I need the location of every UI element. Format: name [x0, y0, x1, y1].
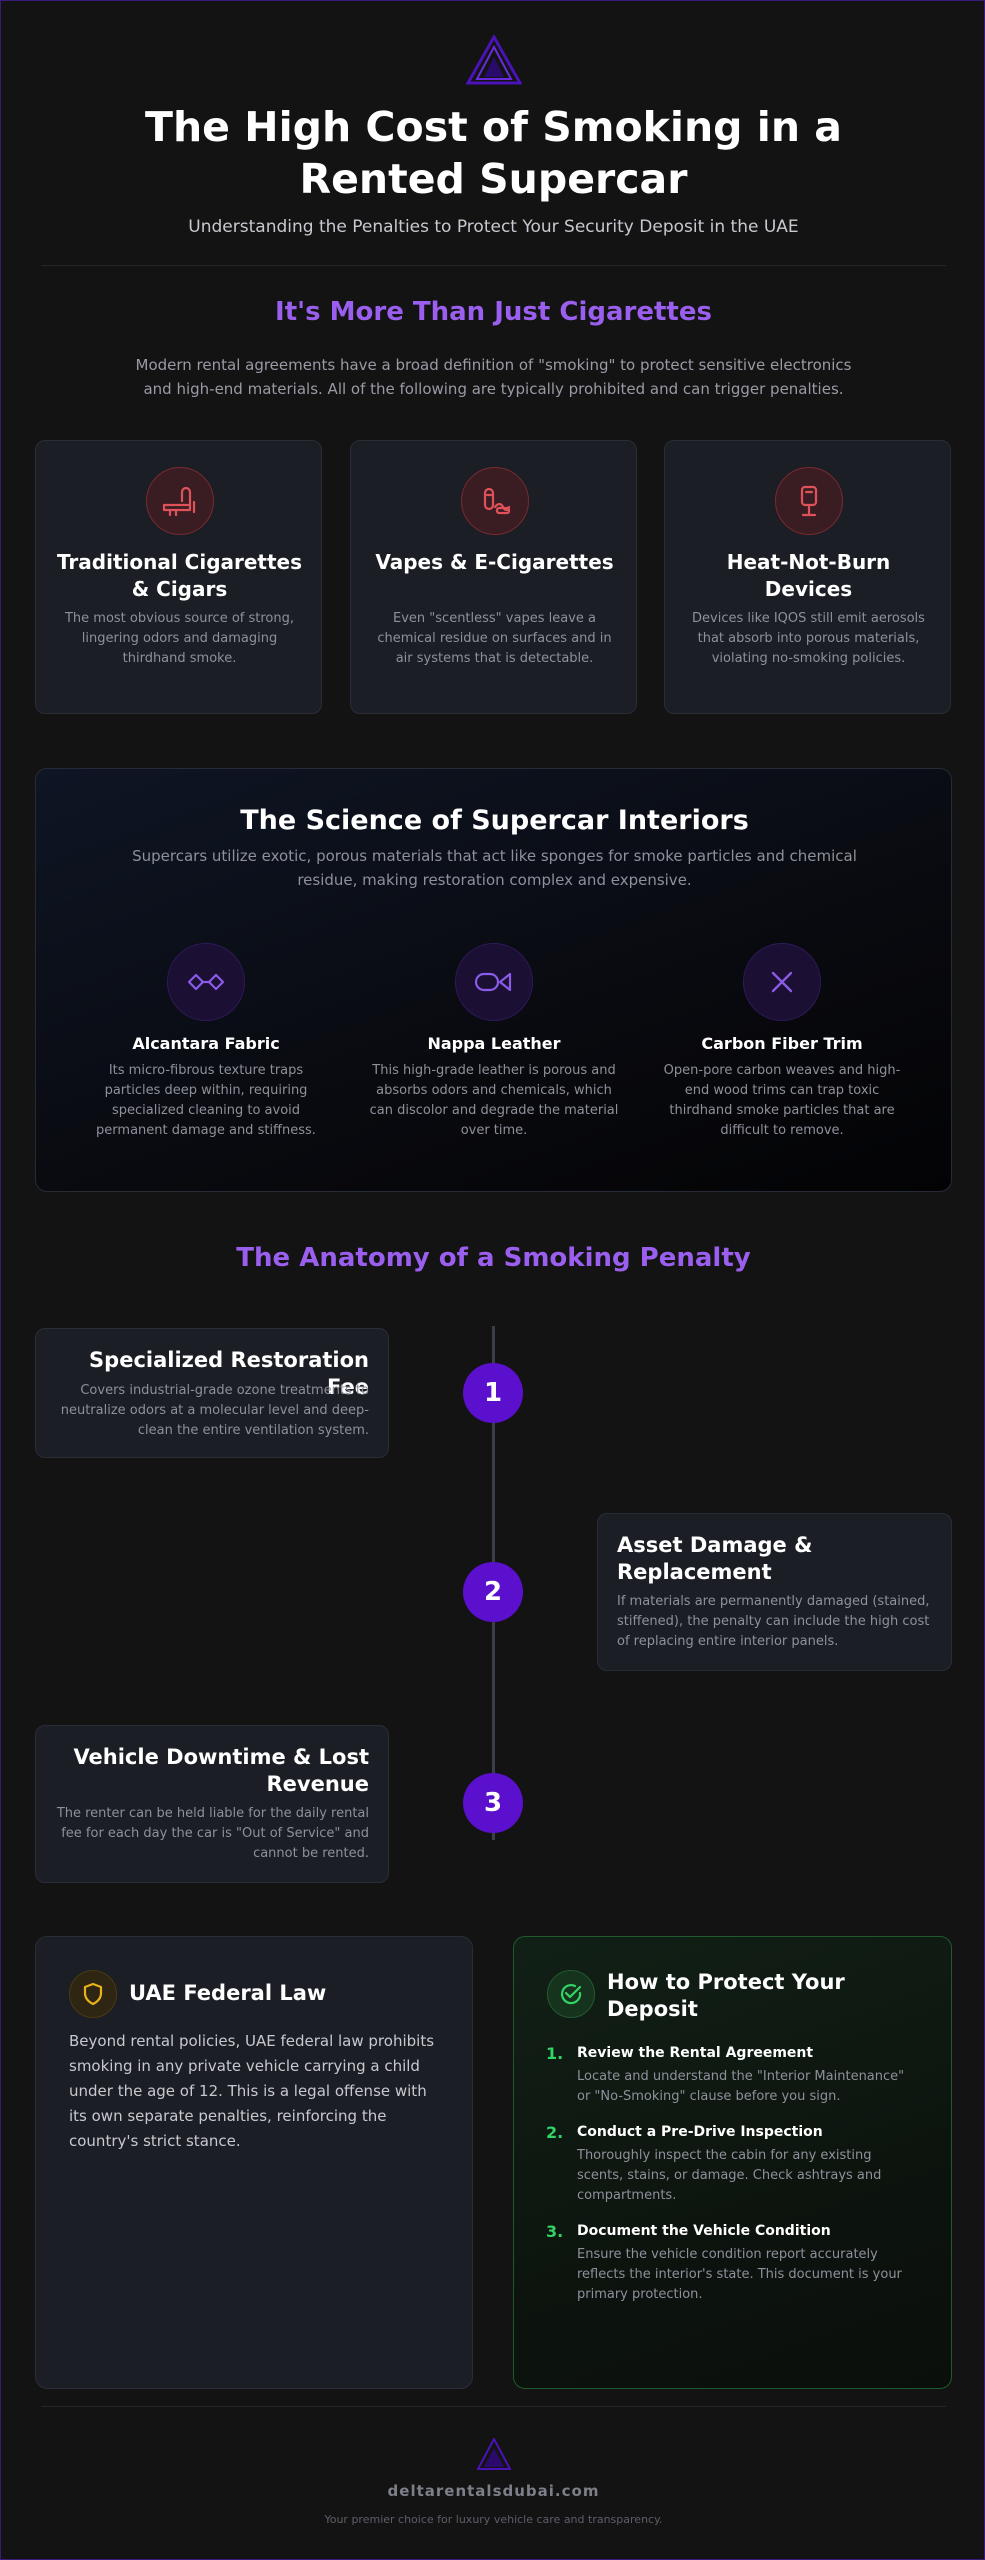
protect-step-desc: Locate and understand the "Interior Main… [577, 2069, 905, 2104]
protect-title: How to Protect Your Deposit [607, 1970, 845, 2021]
leather-icon [455, 943, 533, 1021]
protect-step-number: 2. [546, 2123, 564, 2142]
card-desc: The most obvious source of strong, linge… [64, 611, 294, 666]
check-circle-icon [547, 1970, 595, 2018]
protect-step-desc: Thoroughly inspect the cabin for any exi… [577, 2148, 882, 2203]
material-title: Nappa Leather [427, 1034, 561, 1053]
footer-divider [41, 2406, 946, 2407]
section-intro-types: Modern rental agreements have a broad de… [135, 356, 852, 398]
timeline-card-3: Vehicle Downtime & Lost Revenue The rent… [35, 1725, 389, 1883]
card-cigarettes: Traditional Cigarettes & Cigars The most… [35, 440, 322, 714]
timeline-dot-2: 2 [463, 1562, 523, 1622]
timeline-step-title: Specialized Restoration Fee [89, 1348, 369, 1399]
page-subtitle: Understanding the Penalties to Protect Y… [188, 217, 799, 237]
protect-step-title: Document the Vehicle Condition [577, 2223, 831, 2239]
timeline-card-2: Asset Damage & Replacement If materials … [597, 1513, 952, 1671]
card-desc: Devices like IQOS still emit aerosols th… [692, 611, 925, 666]
protect-step-number: 1. [546, 2044, 564, 2063]
card-vapes: Vapes & E-Cigarettes Even "scentless" va… [350, 440, 637, 714]
material-desc: Its micro-fibrous texture traps particle… [96, 1063, 316, 1138]
protect-deposit-box: How to Protect Your Deposit 1. Review th… [513, 1936, 952, 2389]
card-desc: Even "scentless" vapes leave a chemical … [377, 611, 612, 666]
science-intro: Supercars utilize exotic, porous materia… [132, 847, 857, 889]
footer-tagline: Your premier choice for luxury vehicle c… [324, 2513, 663, 2526]
heat-device-icon [775, 467, 843, 535]
material-title: Carbon Fiber Trim [701, 1034, 863, 1053]
card-title: Heat-Not-Burn Devices [726, 550, 891, 601]
fabric-weave-icon [167, 943, 245, 1021]
footer-site-link[interactable]: deltarentalsdubai.com [387, 2482, 600, 2500]
vape-icon [461, 467, 529, 535]
page-title: The High Cost of Smoking in a Rented Sup… [145, 103, 842, 203]
material-desc: Open-pore carbon weaves and high-end woo… [663, 1063, 901, 1138]
material-desc: This high-grade leather is porous and ab… [369, 1063, 619, 1138]
card-title: Traditional Cigarettes & Cigars [56, 550, 303, 601]
protect-step-title: Conduct a Pre-Drive Inspection [577, 2124, 823, 2140]
card-heat-not-burn: Heat-Not-Burn Devices Devices like IQOS … [664, 440, 951, 714]
timeline-step-title: Asset Damage & Replacement [617, 1533, 813, 1584]
protect-step-number: 3. [546, 2222, 564, 2241]
card-title: Vapes & E-Cigarettes [375, 550, 614, 574]
timeline-card-1: Specialized Restoration Fee Covers indus… [35, 1328, 389, 1458]
timeline-step-desc: If materials are permanently damaged (st… [617, 1594, 930, 1649]
uae-law-box: UAE Federal Law Beyond rental policies, … [35, 1936, 473, 2389]
timeline-dot-1: 1 [463, 1363, 523, 1423]
science-title: The Science of Supercar Interiors [240, 805, 749, 836]
section-heading-types: It's More Than Just Cigarettes [275, 297, 712, 327]
protect-step-title: Review the Rental Agreement [577, 2045, 814, 2061]
divider [41, 265, 946, 266]
shield-icon [69, 1970, 117, 2018]
cigarette-icon [146, 467, 214, 535]
timeline-step-desc: The renter can be held liable for the da… [56, 1806, 369, 1861]
law-title: UAE Federal Law [129, 1981, 327, 2005]
timeline-dot-3: 3 [463, 1773, 523, 1833]
timeline-step-title: Vehicle Downtime & Lost Revenue [73, 1745, 369, 1796]
timeline-step-desc: Covers industrial-grade ozone treatments… [60, 1383, 369, 1438]
science-panel: The Science of Supercar Interiors Superc… [35, 768, 952, 1192]
section-heading-anatomy: The Anatomy of a Smoking Penalty [236, 1243, 751, 1273]
law-text: Beyond rental policies, UAE federal law … [69, 2032, 435, 2150]
protect-step-desc: Ensure the vehicle condition report accu… [577, 2247, 902, 2302]
footer-logo-icon [477, 2438, 511, 2470]
material-title: Alcantara Fabric [132, 1034, 280, 1053]
carbon-fiber-icon [743, 943, 821, 1021]
delta-logo-icon [466, 35, 522, 85]
